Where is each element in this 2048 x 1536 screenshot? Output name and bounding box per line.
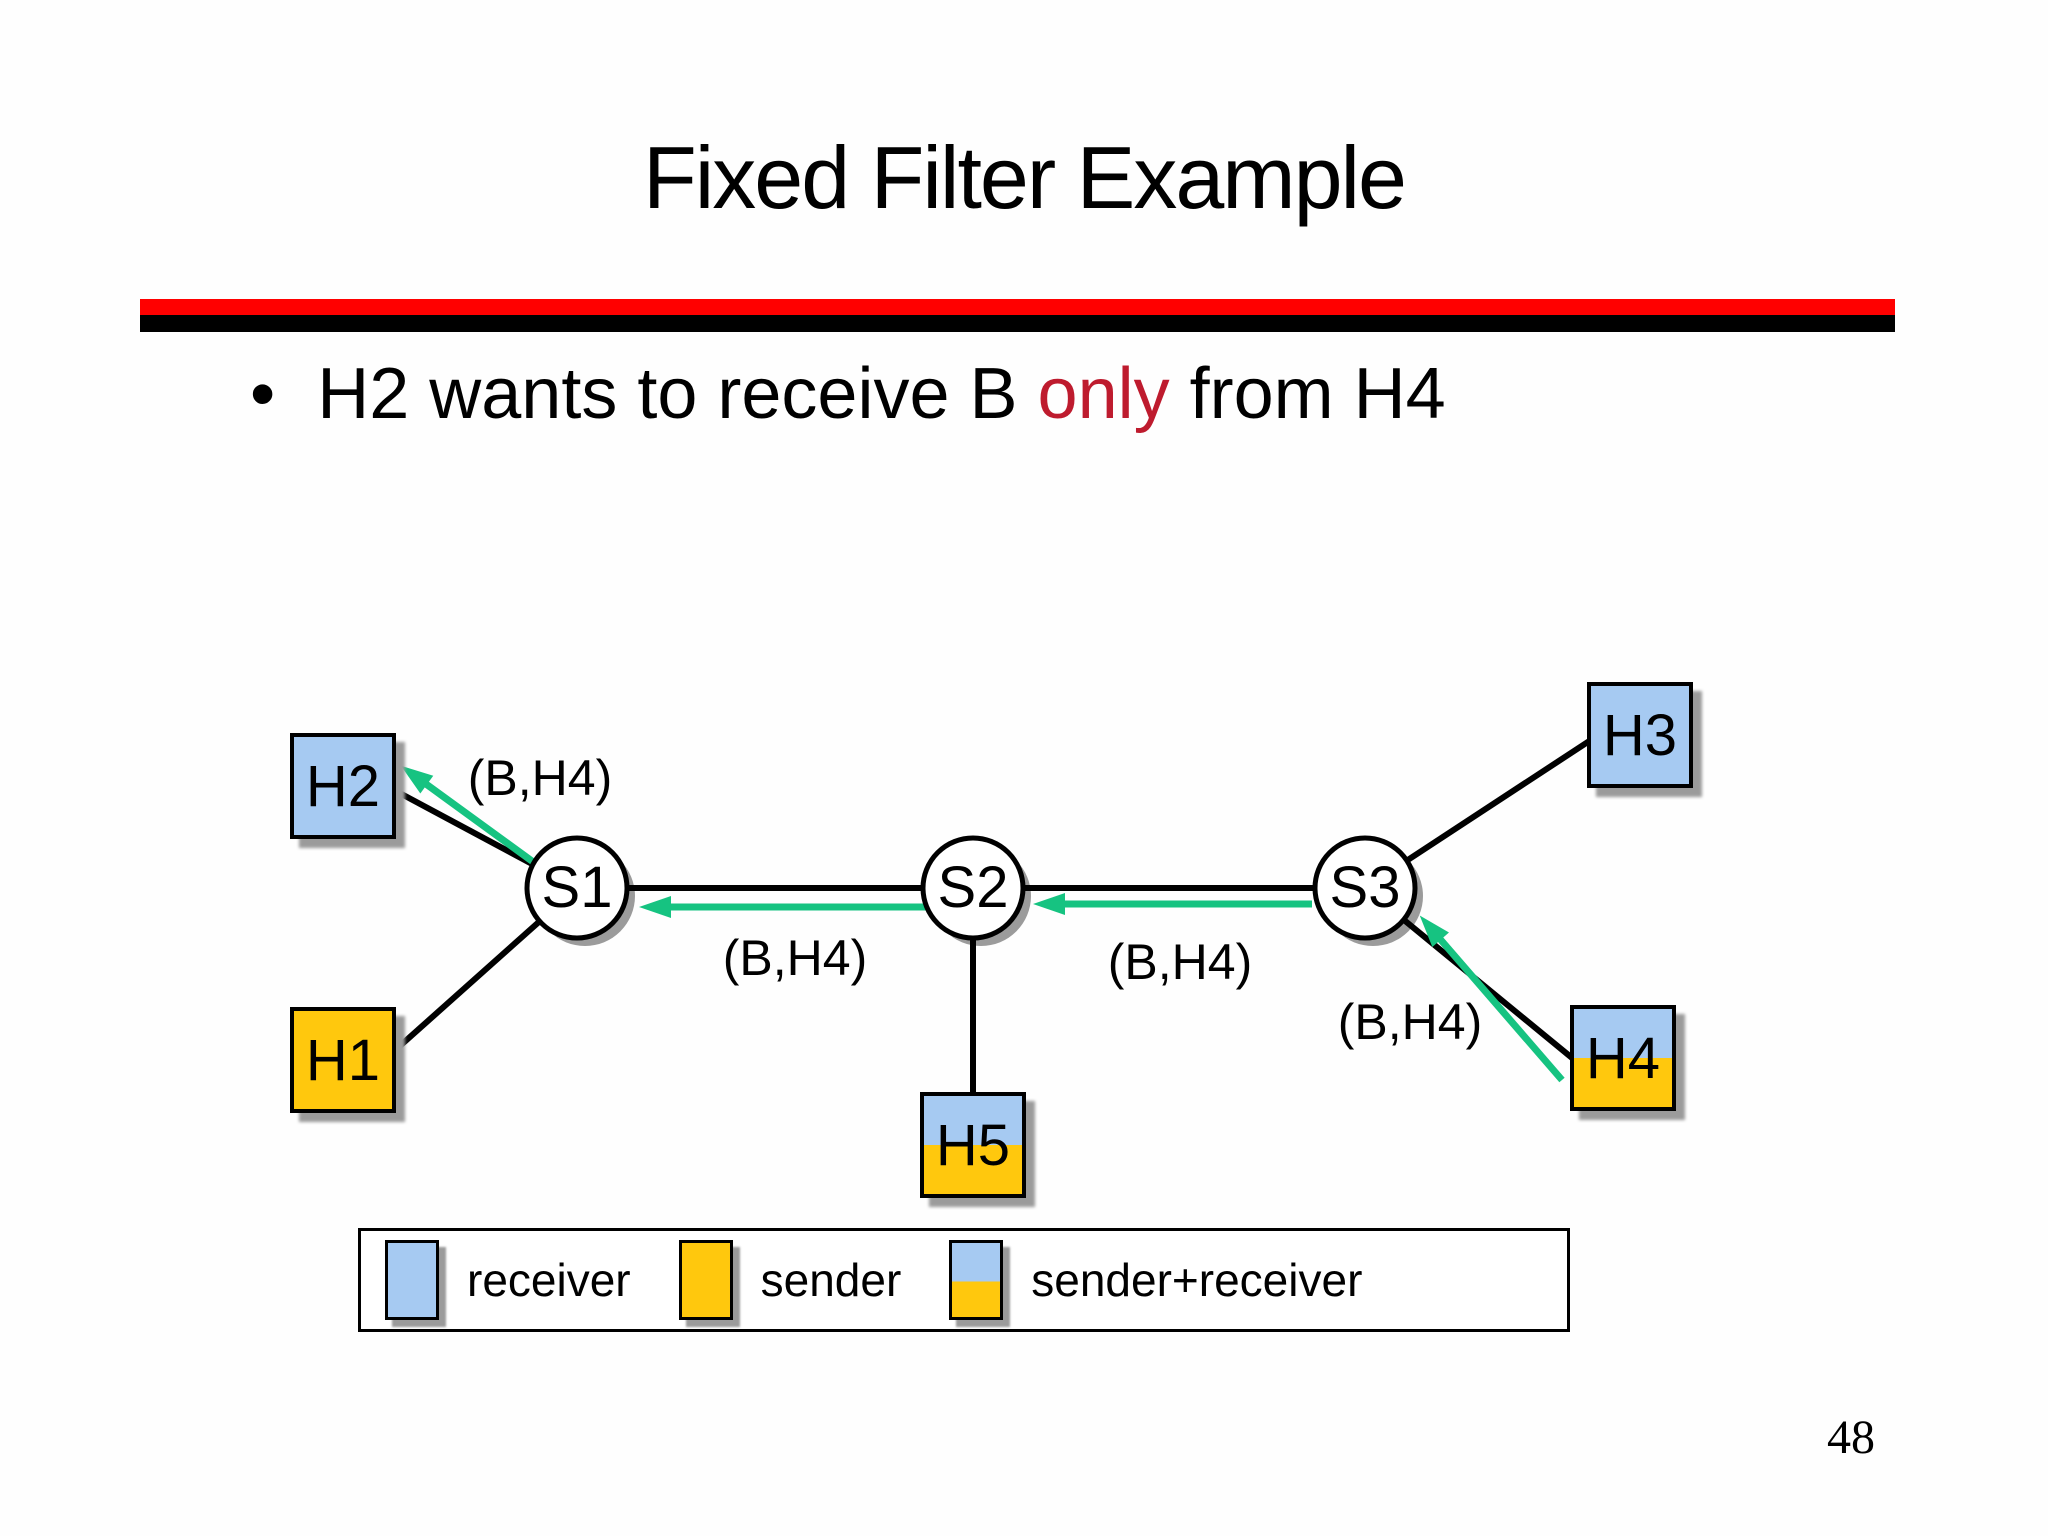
- host-h2: H2: [290, 733, 396, 839]
- reservation-label-s1-h2: (B,H4): [467, 750, 613, 806]
- host-h5: H5: [920, 1092, 1026, 1198]
- switch-s3-label: S3: [1329, 855, 1401, 920]
- host-h4-label: H4: [1585, 1025, 1661, 1091]
- reservation-label-s2-s1: (B,H4): [722, 930, 868, 986]
- bullet-marker: •: [250, 354, 276, 434]
- host-h4: H4: [1570, 1005, 1676, 1111]
- legend-label-receiver: receiver: [467, 1254, 631, 1306]
- host-h5-label: H5: [935, 1112, 1011, 1178]
- bullet-text-after: from H4: [1169, 354, 1446, 434]
- receiver-swatch: [385, 1240, 439, 1320]
- host-h3: H3: [1587, 682, 1693, 788]
- title-rule-red: [140, 299, 1895, 315]
- switch-s2: [920, 835, 1026, 941]
- host-h1-label: H1: [305, 1027, 381, 1093]
- bullet-line: • H2 wants to receive B only from H4: [250, 354, 1446, 434]
- page-number: 48: [1827, 1411, 1875, 1464]
- bullet-text-highlight: only: [1037, 354, 1170, 434]
- reservation-arrow-s1-h2: [400, 765, 539, 867]
- switch-s1-label: S1: [541, 855, 613, 920]
- legend-item-receiver: receiver: [385, 1240, 631, 1320]
- legend-item-sender-receiver: sender+receiver: [949, 1240, 1362, 1320]
- title-rule-black: [140, 315, 1895, 332]
- switch-s2-label: S2: [937, 855, 1009, 920]
- sender-receiver-swatch: [949, 1240, 1004, 1320]
- sender-swatch: [678, 1240, 733, 1320]
- bullet-text-before: H2 wants to receive B: [317, 354, 1038, 434]
- reservation-arrow-h4-s3: [1419, 915, 1565, 1083]
- reservation-label-h4-s3: (B,H4): [1337, 994, 1483, 1050]
- legend-item-sender: sender: [678, 1240, 902, 1320]
- legend-label-sender-receiver: sender+receiver: [1031, 1254, 1363, 1306]
- switch-s3: [1312, 835, 1418, 941]
- slide-title: Fixed Filter Example: [642, 128, 1407, 227]
- legend-label-sender: sender: [760, 1254, 902, 1306]
- switch-s1: [524, 835, 630, 941]
- host-h1: H1: [290, 1007, 396, 1113]
- legend: receiver sender sender+receiver: [358, 1228, 1570, 1332]
- host-h3-label: H3: [1602, 702, 1678, 768]
- reservation-label-s3-s2: (B,H4): [1107, 934, 1253, 990]
- bullet-text: H2 wants to receive B only from H4: [317, 354, 1446, 434]
- host-h2-label: H2: [305, 753, 381, 819]
